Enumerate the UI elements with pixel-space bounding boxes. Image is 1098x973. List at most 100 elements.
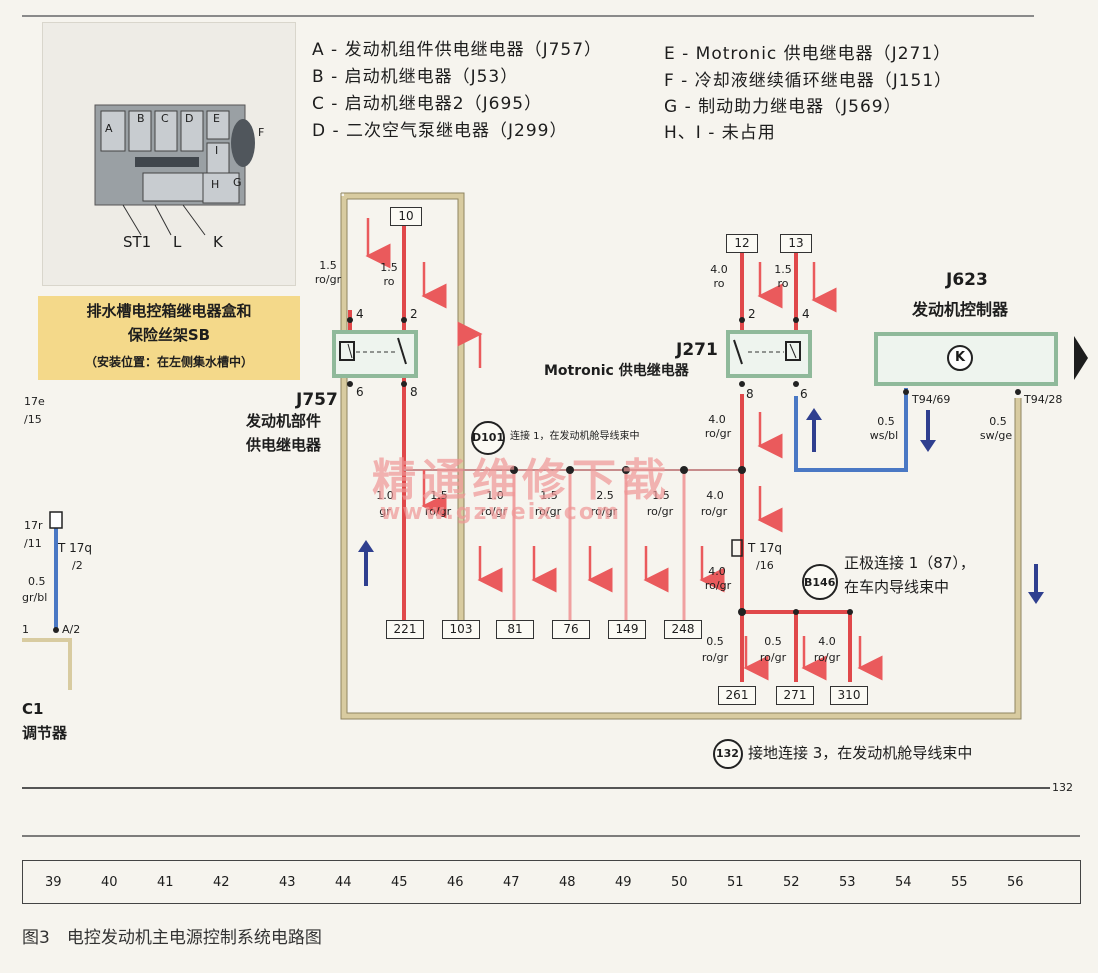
ground-wire-loop [341, 193, 1021, 719]
j271-code: J271 [676, 340, 718, 360]
bus-branches [512, 470, 686, 620]
j757-coil-diag [347, 343, 353, 359]
t17q-connector-icon [731, 539, 743, 557]
j271-relay-box [726, 330, 812, 378]
j623-wire-a-size: 0.5 [877, 415, 895, 428]
left-t17r: 17r [24, 519, 43, 532]
b146-circle [802, 564, 838, 600]
ruler-42: 42 [213, 875, 230, 890]
ruler-56: 56 [1007, 875, 1024, 890]
left-t17q: T 17q [58, 541, 93, 555]
top-border-line [22, 15, 1034, 17]
left-partial-wire [22, 638, 72, 690]
signal-wire-blue [54, 388, 908, 630]
junction-dots [53, 317, 1021, 633]
t17q-wire-color: ro/gr [704, 579, 732, 592]
sb-line-1: 排水槽电控箱继电器盒和 [86, 302, 252, 320]
left-2: /2 [72, 559, 83, 572]
fuse-relay-box-label: 排水槽电控箱继电器盒和 保险丝架SB （安装位置：在左侧集水槽中） [38, 296, 300, 380]
sb-line-2: 保险丝架SB [127, 326, 211, 344]
left-15: /15 [24, 413, 42, 426]
legend-a: A - 发动机组件供电继电器（J757） [312, 40, 603, 60]
b146-wire-3-color: ro/gr [813, 651, 841, 664]
legend-b: B - 启动机继电器（J53） [312, 67, 519, 87]
left-wire-size: 0.5 [28, 575, 46, 588]
legend-e: E - Motronic 供电继电器（J271） [664, 44, 952, 64]
ground-wire-loop-edge [340, 192, 1022, 720]
watermark-text: 精通维修下载 [372, 455, 672, 506]
j271-name: Motronic 供电继电器 [544, 363, 689, 379]
terminal-310: 310 [830, 686, 868, 705]
j757-pin-2: 2 [410, 307, 418, 321]
ground-132-circle [713, 739, 743, 769]
j757-pin-4: 4 [356, 307, 364, 321]
b146-code: B146 [804, 576, 836, 589]
terminal-103: 103 [442, 620, 480, 639]
bus-wire-6-size: 1.5 [652, 489, 670, 502]
left-a2: A/2 [62, 623, 81, 636]
bus-wire-3-color: ro/gr [480, 505, 508, 518]
ref-132-label: 132 [1052, 781, 1073, 794]
photo-letter-h: H [211, 178, 220, 191]
left-t17e: 17e [24, 395, 45, 408]
legend-hi: H、I - 未占用 [664, 123, 776, 143]
terminal-221: 221 [386, 620, 424, 639]
b146-desc-2: 在车内导线束中 [844, 578, 950, 596]
column-ruler: 39 40 41 42 43 44 45 46 47 48 49 50 51 5… [22, 860, 1081, 904]
j271-out-color: ro/gr [704, 427, 732, 440]
j757-in-left-size: 1.5 [319, 259, 337, 272]
ruler-39: 39 [45, 875, 62, 890]
left-wire-color: gr/bl [22, 591, 48, 604]
bus-wire-4-size: 1.5 [540, 489, 558, 502]
ruler-40: 40 [101, 875, 118, 890]
terminal-76: 76 [552, 620, 590, 639]
bus-wire-1-color: gr [379, 505, 391, 518]
t17q-label: T 17q [748, 541, 783, 555]
figure-caption: 图3 电控发动机主电源控制系统电路图 [22, 928, 322, 948]
photo-letter-c: C [161, 112, 169, 125]
j271-in-left-size: 4.0 [710, 263, 728, 276]
photo-letter-g: G [233, 176, 242, 189]
terminal-12: 12 [726, 234, 758, 253]
bus-wire-5-color: ro/gr [590, 505, 618, 518]
ruler-49: 49 [615, 875, 632, 890]
legend-c: C - 启动机继电器2（J695） [312, 94, 543, 114]
d101-desc: 连接 1，在发动机舱导线束中 [510, 431, 640, 442]
left-11: /11 [24, 537, 42, 550]
ruler-47: 47 [503, 875, 520, 890]
bus-wire-7-color: ro/gr [700, 505, 728, 518]
terminal-248: 248 [664, 620, 702, 639]
j271-in-right-color: ro [777, 277, 789, 290]
bus-wire-5-size: 2.5 [596, 489, 614, 502]
j271-pin-8: 8 [746, 387, 754, 401]
j757-code: J757 [296, 390, 338, 410]
j757-name-1: 发动机部件 [246, 412, 322, 430]
current-arrows-red [365, 218, 883, 681]
relay-box-illustration [94, 104, 255, 236]
j623-code: J623 [946, 270, 988, 290]
j757-in-right-color: ro [383, 275, 395, 288]
ruler-46: 46 [447, 875, 464, 890]
bus-wire-6-color: ro/gr [646, 505, 674, 518]
relay-box-photo: A B C D E F I G H ST1 L K [42, 22, 296, 286]
b146-wire-3-size: 4.0 [818, 635, 836, 648]
left-1: 1 [22, 623, 29, 636]
b146-wire-2-color: ro/gr [759, 651, 787, 664]
photo-letter-f: F [258, 126, 265, 139]
j757-in-left-color: ro/gr [314, 273, 342, 286]
j271-pin-4: 4 [802, 307, 810, 321]
t17q-wire-size: 4.0 [708, 565, 726, 578]
b146-wire-1-color: ro/gr [701, 651, 729, 664]
bus-wire-7-size: 4.0 [706, 489, 724, 502]
legend-g: G - 制动助力继电器（J569） [664, 97, 902, 117]
ruler-51: 51 [727, 875, 744, 890]
ruler-48: 48 [559, 875, 576, 890]
terminal-10: 10 [390, 207, 422, 226]
legend-d: D - 二次空气泵继电器（J299） [312, 121, 568, 141]
photo-label-k: K [213, 233, 223, 251]
b146-wire-1-size: 0.5 [706, 635, 724, 648]
j271-switch [733, 339, 743, 365]
photo-letter-e: E [213, 112, 220, 125]
j757-pin-8: 8 [410, 385, 418, 399]
